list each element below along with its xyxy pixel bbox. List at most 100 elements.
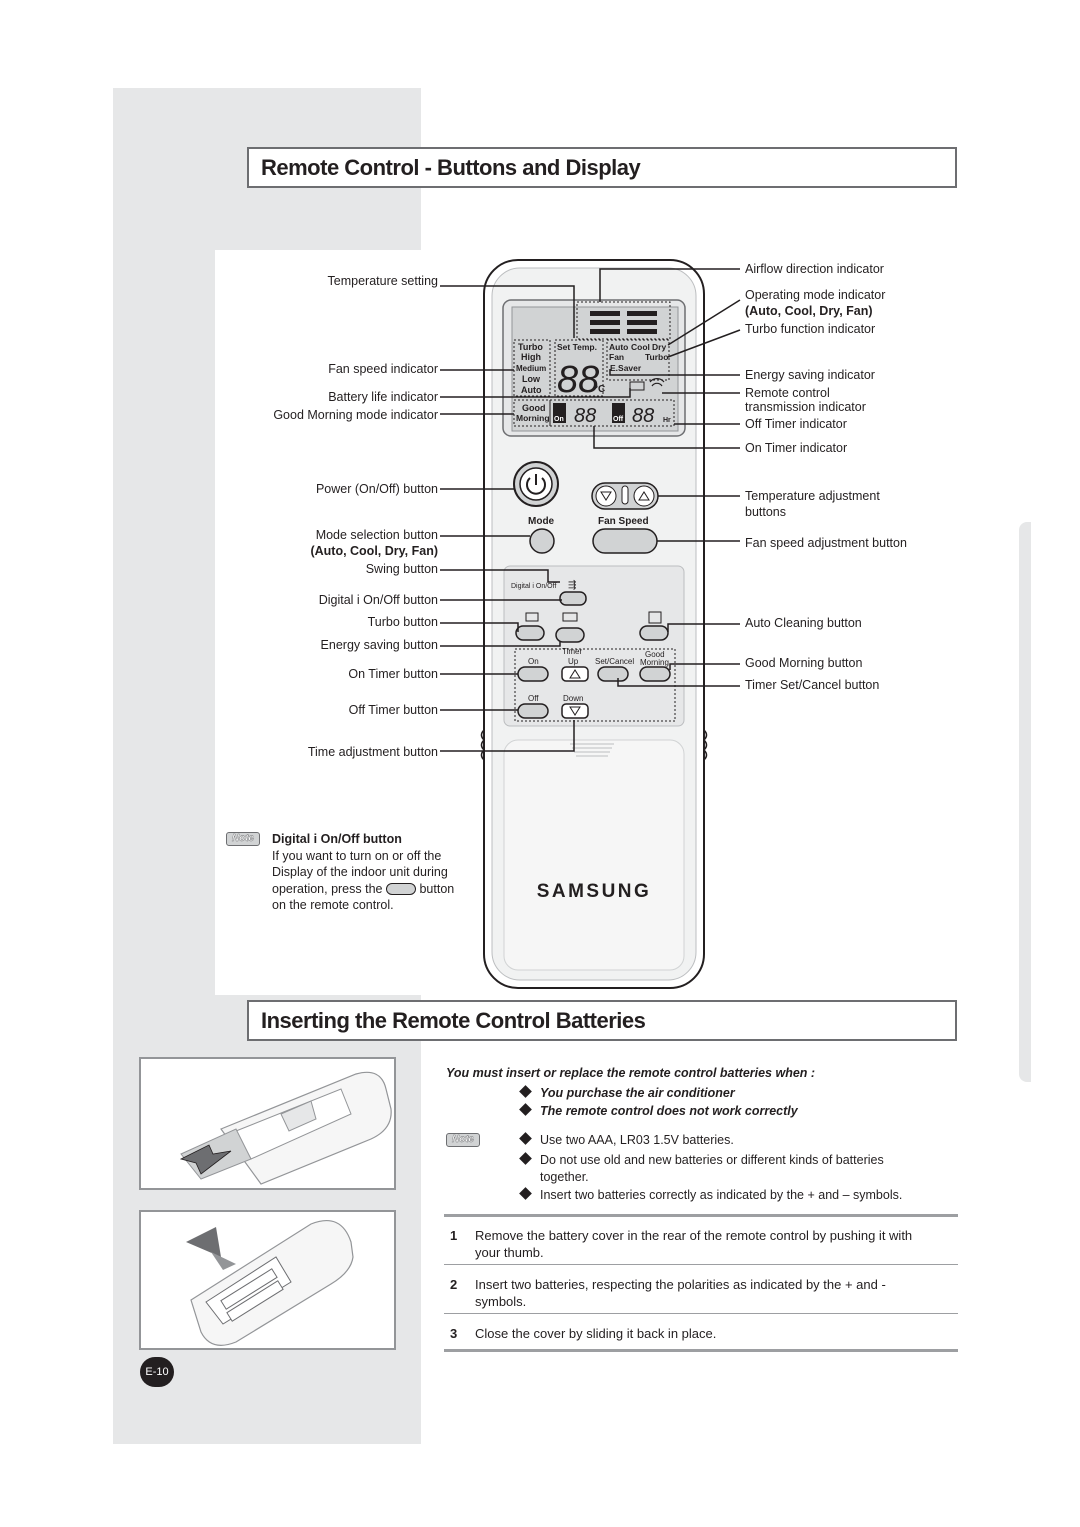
label-battery-life-indicator: Battery life indicator xyxy=(328,390,438,404)
insert-batteries-illustration xyxy=(186,1220,354,1346)
svg-text:Off: Off xyxy=(528,694,539,703)
svg-text:Morning: Morning xyxy=(640,658,669,667)
note-digital-onoff: Digital i On/Off button If you want to t… xyxy=(272,831,482,914)
battery-intro: You must insert or replace the remote co… xyxy=(446,1066,816,1080)
note-line3b: button xyxy=(419,881,455,896)
temp-down-icon xyxy=(600,491,612,501)
label-good-morning-mode-indicator: Good Morning mode indicator xyxy=(273,408,438,422)
note-line4: on the remote control. xyxy=(272,898,394,912)
down-arrow-icon xyxy=(569,706,581,716)
svg-text:Morning: Morning xyxy=(516,413,550,423)
lcd-screen xyxy=(511,306,679,432)
label-turbo-button: Turbo button xyxy=(367,615,438,629)
svg-text:High: High xyxy=(521,352,541,362)
label-off-timer-indicator: Off Timer indicator xyxy=(745,417,847,431)
note-line1: If you want to turn on or off the xyxy=(272,848,442,863)
battery-icon xyxy=(629,381,645,391)
svg-text:Digital i On/Off: Digital i On/Off xyxy=(511,583,556,590)
battery-note-3: Insert two batteries correctly as indica… xyxy=(519,1187,902,1204)
label-timer-set-cancel-button: Timer Set/Cancel button xyxy=(745,678,880,692)
step-divider xyxy=(444,1313,958,1314)
section-title-text: Remote Control - Buttons and Display xyxy=(261,154,641,180)
grip-left xyxy=(480,729,486,761)
remove-cover-illustration xyxy=(179,1071,392,1185)
down-button xyxy=(561,703,589,719)
swing-icon: ⇶ xyxy=(568,579,576,591)
svg-text:Turbo: Turbo xyxy=(518,342,543,352)
lcd-text: Turbo High Medium Low Auto Set Temp. 88 … xyxy=(516,342,671,427)
battery-cover-image xyxy=(139,1057,396,1190)
grip-right xyxy=(702,729,708,761)
airflow-box xyxy=(576,301,671,340)
note-badge: Note xyxy=(226,832,260,846)
timer-group xyxy=(514,648,676,722)
label-remote-control-line2: transmission indicator xyxy=(745,400,866,414)
label-digital-onoff-button: Digital i On/Off button xyxy=(318,593,438,607)
svg-text:Set Temp.: Set Temp. xyxy=(557,342,597,352)
svg-text:88: 88 xyxy=(632,405,654,427)
svg-text:Auto: Auto xyxy=(609,342,628,352)
good-morning-button xyxy=(639,666,671,682)
turbo-icon xyxy=(525,612,539,622)
mode-box xyxy=(606,339,670,381)
signal-icon xyxy=(649,378,665,387)
set-cancel-button xyxy=(597,666,629,682)
svg-text:Dry: Dry xyxy=(652,342,666,352)
svg-text:Mode: Mode xyxy=(528,516,555,527)
label-off-timer-button: Off Timer button xyxy=(348,703,438,717)
svg-text:Good: Good xyxy=(522,403,546,413)
fan-speed-box xyxy=(513,339,551,397)
label-power-button: Power (On/Off) button xyxy=(315,482,438,496)
svg-text:Fan: Fan xyxy=(609,352,624,362)
leader-lines-right xyxy=(593,268,741,687)
digital-onoff-button xyxy=(559,591,587,606)
svg-text:88: 88 xyxy=(574,405,596,427)
svg-text:On: On xyxy=(554,416,564,423)
svg-text:°C: °C xyxy=(594,384,605,395)
label-fan-speed-adjustment-button: Fan speed adjustment button xyxy=(745,536,907,550)
svg-text:Off: Off xyxy=(613,416,624,423)
label-operating-mode-modes: (Auto, Cool, Dry, Fan) xyxy=(745,304,873,318)
label-auto-cleaning-button: Auto Cleaning button xyxy=(745,616,862,630)
battery-note-2: Do not use old and new batteries or diff… xyxy=(519,1152,884,1169)
battery-note-badge: Note xyxy=(446,1133,480,1147)
battery-note-1: Use two AAA, LR03 1.5V batteries. xyxy=(519,1132,734,1149)
page-edge-tab xyxy=(1019,522,1031,1082)
label-swing-button: Swing button xyxy=(365,562,438,576)
power-icon xyxy=(526,477,546,495)
page-number: E-10 xyxy=(140,1357,174,1387)
remote-lower-panel xyxy=(503,739,685,971)
svg-text:Up: Up xyxy=(568,657,579,666)
svg-text:Down: Down xyxy=(563,694,583,703)
step-divider xyxy=(444,1264,958,1265)
up-arrow-icon xyxy=(569,669,581,679)
diagram-panel xyxy=(215,250,421,995)
label-on-timer-button: On Timer button xyxy=(348,667,438,681)
when-item-1: You purchase the air conditioner xyxy=(519,1085,735,1102)
section-title-buttons-display: Remote Control - Buttons and Display xyxy=(247,147,957,188)
insert-arrow-icon xyxy=(186,1227,221,1257)
label-energy-saving-button: Energy saving button xyxy=(320,638,438,652)
label-airflow-direction-indicator: Airflow direction indicator xyxy=(745,262,884,276)
release-lines xyxy=(570,743,614,757)
section-title-batteries: Inserting the Remote Control Batteries xyxy=(247,1000,957,1041)
esaver-icon xyxy=(562,612,578,622)
mode-button xyxy=(529,528,555,554)
on-timer-button xyxy=(517,666,549,682)
label-temperature-setting: Temperature setting xyxy=(327,274,438,288)
on-timer-icon xyxy=(553,403,566,423)
label-mode-selection-button: Mode selection button xyxy=(315,528,438,542)
battery-note-2b: together. xyxy=(540,1170,589,1184)
section-title-text: Inserting the Remote Control Batteries xyxy=(261,1007,646,1033)
label-turbo-function-indicator: Turbo function indicator xyxy=(745,322,876,336)
label-mode-selection-modes: (Auto, Cool, Dry, Fan) xyxy=(310,544,438,558)
when-item-2: The remote control does not work correct… xyxy=(519,1103,798,1120)
svg-text:Timer: Timer xyxy=(562,647,582,656)
label-fan-speed-indicator: Fan speed indicator xyxy=(328,362,438,376)
label-remote-control-line1: Remote control xyxy=(745,386,830,400)
energy-saving-button xyxy=(555,627,585,643)
auto-clean-icon xyxy=(648,611,662,624)
steps-top-rule xyxy=(444,1214,958,1217)
label-energy-saving-indicator: Energy saving indicator xyxy=(745,368,875,382)
samsung-logo: SAMSUNG xyxy=(537,881,652,902)
